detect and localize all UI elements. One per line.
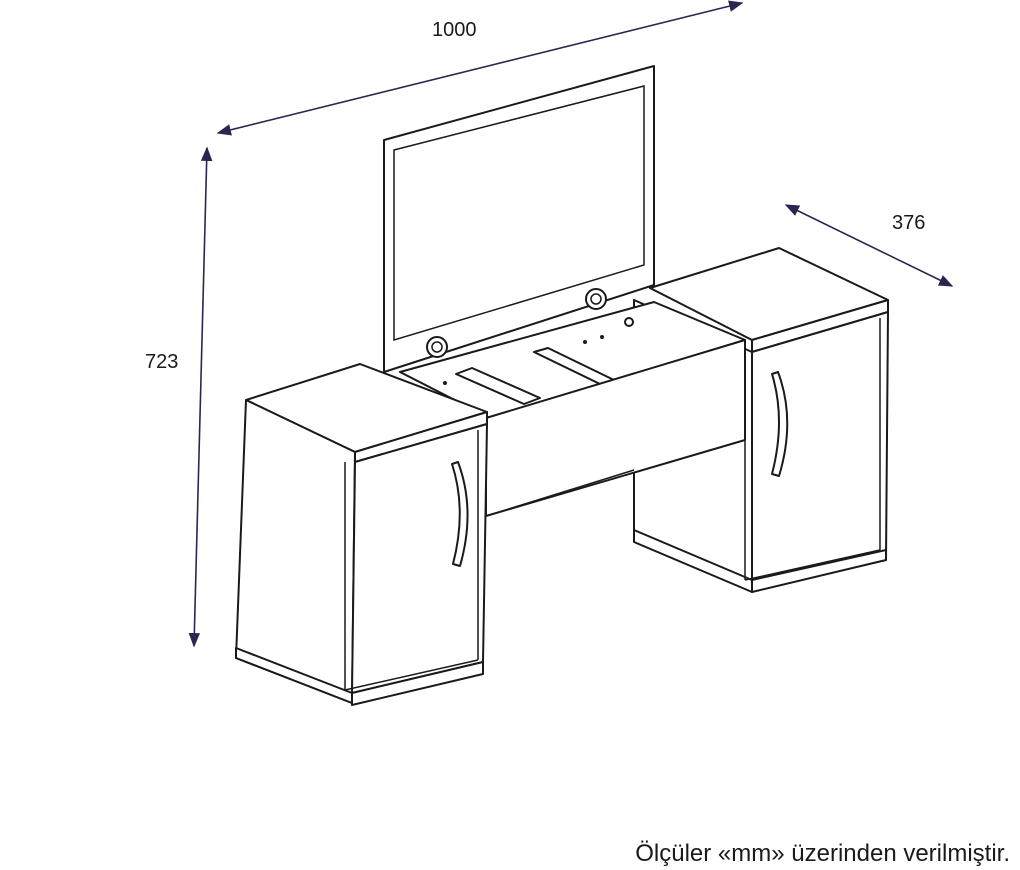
left-door-handle xyxy=(451,461,469,567)
right-door-handle xyxy=(771,371,789,477)
units-footnote: Ölçüler «mm» üzerinden verilmiştir. xyxy=(635,840,1010,867)
depth-dimension: 376 xyxy=(784,204,954,287)
height-dimension: 723 xyxy=(145,146,213,648)
right-mirror-light-icon xyxy=(585,288,607,310)
width-label: 1000 xyxy=(432,19,477,41)
socket-icon xyxy=(624,317,634,327)
mirror xyxy=(383,65,655,373)
width-dimension: 1000 xyxy=(216,0,744,136)
left-mirror-light-icon xyxy=(426,336,448,358)
height-label: 723 xyxy=(145,351,178,373)
depth-label: 376 xyxy=(892,212,925,234)
center-compartment xyxy=(399,301,746,517)
left-cabinet xyxy=(235,363,488,706)
